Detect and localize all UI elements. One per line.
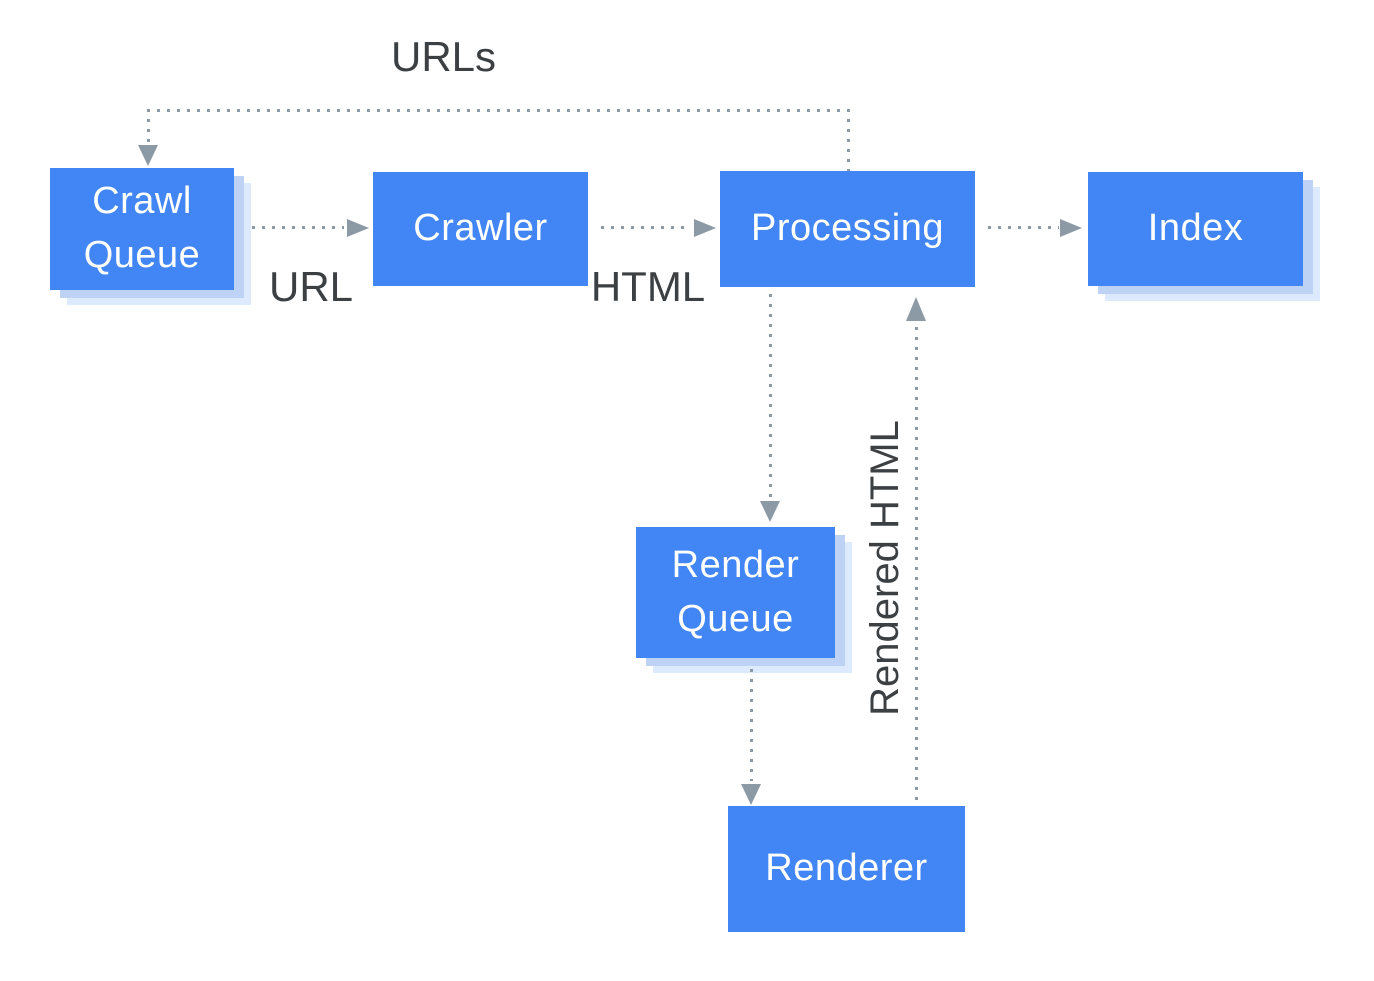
edge-renderqueue-renderer — [750, 669, 753, 781]
edge-processing-crawlqueue-horizontal — [147, 109, 849, 112]
crawl-queue-label: Crawl Queue — [83, 180, 201, 276]
arrowhead-into-crawler-icon — [347, 219, 369, 237]
renderer-label: Renderer — [765, 847, 928, 890]
node-crawl-queue: Crawl Queue — [50, 168, 234, 290]
arrowhead-into-processing-icon — [694, 219, 716, 237]
node-renderer: Renderer — [728, 806, 965, 932]
arrowhead-into-renderer-icon — [741, 784, 761, 805]
arrowhead-into-processing-bottom-icon — [906, 297, 926, 321]
edge-processing-renderqueue — [769, 294, 772, 498]
edge-processing-index — [988, 226, 1059, 229]
arrowhead-into-index-icon — [1060, 219, 1082, 237]
rendered-html-edge-label: Rendered HTML — [863, 420, 907, 716]
edge-crawlqueue-crawler — [252, 226, 344, 229]
urls-edge-label: URLs — [391, 33, 497, 80]
index-label: Index — [1147, 207, 1244, 250]
edge-processing-crawlqueue-right-vertical — [847, 109, 850, 171]
edge-renderer-processing — [915, 327, 918, 805]
url-edge-label: URL — [268, 263, 354, 310]
arrowhead-into-crawl-queue-icon — [138, 145, 158, 166]
edge-crawler-processing — [601, 226, 691, 229]
edge-processing-crawlqueue-left-vertical — [147, 109, 150, 145]
node-processing: Processing — [720, 171, 975, 287]
node-index: Index — [1088, 172, 1303, 286]
node-render-queue: Render Queue — [636, 527, 835, 658]
processing-label: Processing — [751, 207, 944, 250]
arrowhead-into-render-queue-icon — [760, 501, 780, 522]
render-queue-label: Render Queue — [671, 543, 800, 640]
node-crawler: Crawler — [373, 172, 588, 286]
crawler-label: Crawler — [413, 207, 548, 250]
html-edge-label: HTML — [590, 263, 706, 310]
